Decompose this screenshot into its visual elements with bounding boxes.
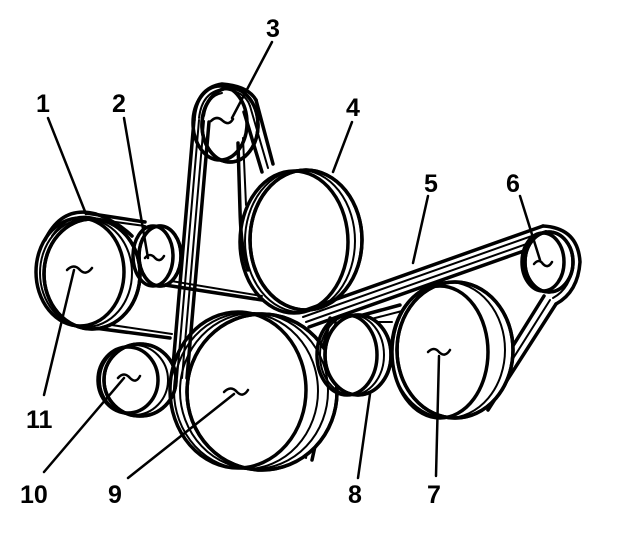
pulley-8 [315, 313, 393, 397]
pulley-4 [238, 168, 364, 315]
callout-labels: 1 2 3 4 5 6 7 8 9 10 11 [20, 15, 520, 509]
callout-10: 10 [20, 481, 48, 509]
leader-2 [122, 116, 150, 260]
leader-9 [126, 392, 236, 480]
leader-7 [434, 354, 441, 478]
callout-3: 3 [266, 15, 280, 43]
leader-lines [42, 40, 542, 480]
leader-1 [46, 116, 88, 216]
leader-6 [518, 194, 542, 262]
callout-8: 8 [348, 481, 362, 509]
callout-9: 9 [108, 481, 122, 509]
callout-11: 11 [26, 406, 53, 434]
leader-10 [42, 376, 126, 474]
pulley-10 [96, 342, 178, 418]
leader-8 [356, 392, 372, 480]
callout-7: 7 [427, 481, 441, 509]
leader-5 [411, 194, 430, 265]
pulley-2 [131, 224, 183, 288]
pulley-9 [168, 310, 339, 472]
callout-4: 4 [346, 94, 360, 122]
leader-4 [331, 120, 354, 174]
callout-1: 1 [36, 90, 50, 118]
callout-2: 2 [112, 90, 126, 118]
leader-3 [230, 40, 274, 120]
pulley-11 [34, 216, 142, 331]
leader-11 [42, 268, 76, 397]
callout-5: 5 [424, 170, 438, 198]
pulley-7 [390, 280, 515, 420]
pulley-6 [520, 230, 575, 294]
callout-6: 6 [506, 170, 520, 198]
